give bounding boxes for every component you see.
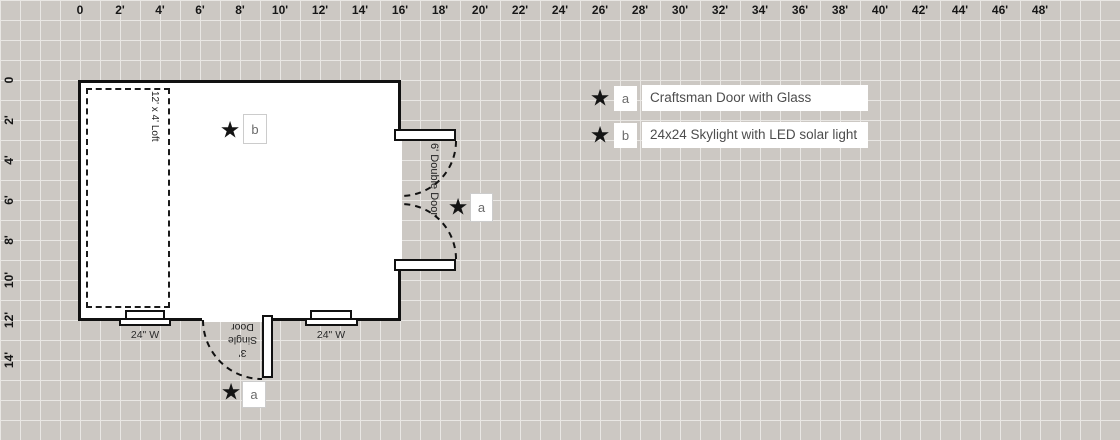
window-1-sill[interactable] [119, 318, 171, 326]
legend-description: 24x24 Skylight with LED solar light [642, 122, 868, 148]
loft-area[interactable] [86, 88, 170, 308]
ruler-top-label: 14' [351, 3, 369, 17]
star-icon: ★ [447, 193, 469, 220]
ruler-top-label: 32' [711, 3, 729, 17]
ruler-top-label: 44' [951, 3, 969, 17]
marker-letter-box: b [243, 114, 267, 144]
ruler-left-label: 2' [2, 115, 16, 125]
star-icon: ★ [589, 121, 611, 148]
ruler-top-label: 30' [671, 3, 689, 17]
ruler-top-label: 16' [391, 3, 409, 17]
single-door-leaf[interactable] [262, 315, 273, 378]
star-icon: ★ [219, 116, 241, 143]
ruler-top-label: 34' [751, 3, 769, 17]
ruler-left-label: 6' [2, 195, 16, 205]
ruler-top-label: 40' [871, 3, 889, 17]
ruler-top-label: 18' [431, 3, 449, 17]
double-door-leaf-top[interactable] [394, 129, 456, 141]
double-door-label: 6' Double Door [428, 143, 440, 217]
ruler-top-label: 10' [271, 3, 289, 17]
ruler-left-label: 12' [2, 311, 16, 329]
double-door-leaf-bottom[interactable] [394, 259, 456, 271]
ruler-top-label: 2' [115, 3, 125, 17]
legend-description: Craftsman Door with Glass [642, 85, 868, 111]
ruler-top-label: 46' [991, 3, 1009, 17]
ruler-top-label: 0 [76, 3, 84, 17]
window-1-label: 24" W [130, 329, 160, 341]
ruler-top-label: 48' [1031, 3, 1049, 17]
ruler-left-label: 14' [2, 351, 16, 369]
window-2-sill[interactable] [305, 318, 358, 326]
single-door-opening [202, 317, 263, 322]
ruler-top-label: 42' [911, 3, 929, 17]
ruler-top-label: 8' [235, 3, 245, 17]
ruler-top-label: 12' [311, 3, 329, 17]
window-2-label: 24" W [316, 329, 346, 341]
ruler-top-label: 26' [591, 3, 609, 17]
ruler-top-label: 22' [511, 3, 529, 17]
ruler-left-label: 0 [2, 76, 16, 84]
ruler-top-label: 38' [831, 3, 849, 17]
ruler-left-label: 4' [2, 155, 16, 165]
legend-letter: a [614, 86, 637, 111]
ruler-top-label: 28' [631, 3, 649, 17]
ruler-left-label: 10' [2, 271, 16, 289]
ruler-left-label: 8' [2, 235, 16, 245]
legend-letter: b [614, 123, 637, 148]
ruler-top-label: 4' [155, 3, 165, 17]
star-icon: ★ [220, 378, 242, 405]
loft-label: 12' x 4' Loft [149, 91, 160, 142]
star-icon: ★ [589, 84, 611, 111]
ruler-top-label: 6' [195, 3, 205, 17]
marker-letter-box: a [470, 193, 493, 222]
marker-letter-box: a [242, 381, 266, 408]
double-door-opening [397, 141, 402, 259]
single-door-label: 3' Single Door [227, 321, 258, 359]
ruler-top-label: 20' [471, 3, 489, 17]
ruler-top-label: 24' [551, 3, 569, 17]
ruler-top-label: 36' [791, 3, 809, 17]
